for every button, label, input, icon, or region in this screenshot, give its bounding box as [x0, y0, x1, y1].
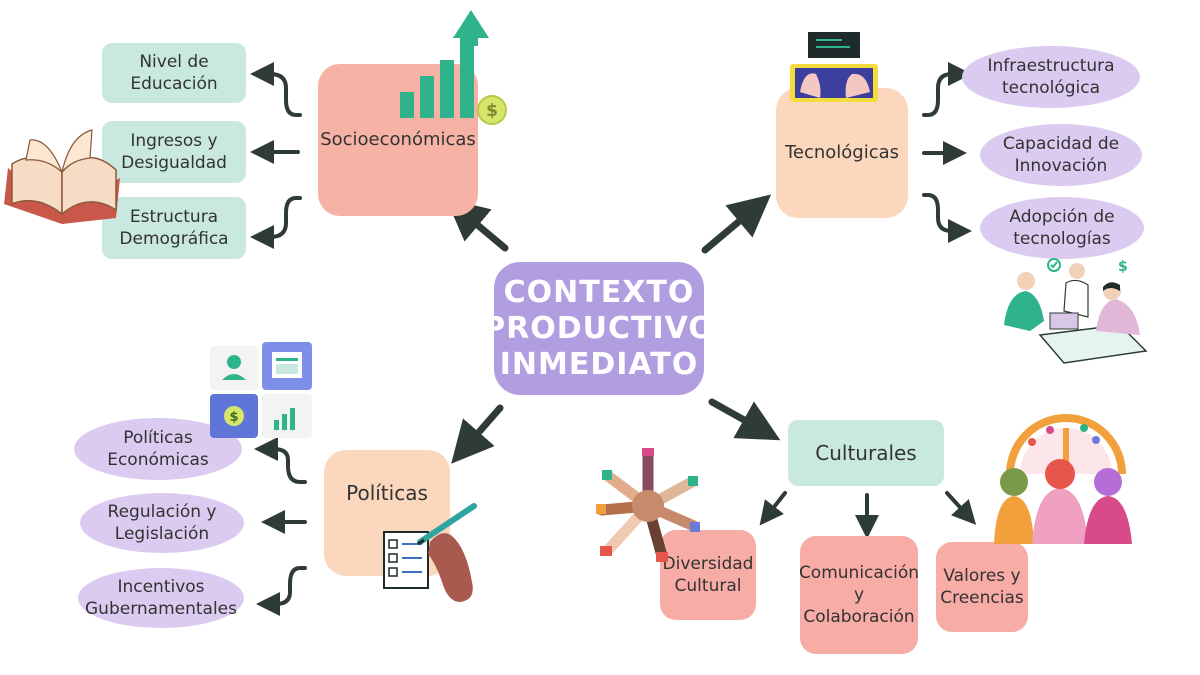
- arrow-pol-1: [254, 437, 307, 484]
- joined-hands-icon: [596, 448, 700, 562]
- arrow-pol-3: [256, 566, 307, 616]
- arrow-socio-3: [250, 196, 302, 249]
- pol-item-regulacion: Regulación y Legislación: [80, 493, 244, 553]
- keyboard-typing-icon: [790, 32, 878, 102]
- arrow-center-socio: [445, 198, 509, 252]
- open-book-icon: [4, 129, 120, 224]
- category-tecnologicas: Tecnológicas: [776, 88, 908, 218]
- arrow-socio-1: [250, 62, 302, 117]
- arrow-cult-1: [759, 491, 787, 526]
- tech-item-adopcion: Adopción de tecnologías: [980, 197, 1144, 259]
- arrow-tech-1: [922, 62, 972, 117]
- cult-item-valores: Valores y Creencias: [936, 542, 1028, 632]
- category-culturales: Culturales: [788, 420, 944, 486]
- arrow-center-pol: [451, 404, 504, 464]
- puzzle-pieces-icon: $: [210, 342, 312, 438]
- cult-item-diversidad: Diversidad Cultural: [660, 530, 756, 620]
- pol-item-incentivos: Incentivos Gubernamentales: [78, 568, 244, 628]
- socio-item-ingresos: Ingresos y Desigualdad: [102, 121, 246, 183]
- team-dollar-sign: $: [1118, 259, 1128, 275]
- checklist-hand-icon: [383, 503, 477, 602]
- category-politicas-label: Políticas: [346, 481, 428, 505]
- socio-item-estructura: Estructura Demográfica: [102, 197, 246, 259]
- category-tecnologicas-label: Tecnológicas: [784, 142, 900, 163]
- category-culturales-label: Culturales: [815, 441, 917, 465]
- dollar-coin-label: $: [486, 101, 498, 121]
- socio-item-educacion: Nivel de Educación: [102, 43, 246, 103]
- puzzle-dollar-sign: $: [229, 410, 238, 425]
- arrow-cult-3: [945, 491, 977, 525]
- category-socioeconomicas-label: Socioeconómicas: [320, 129, 476, 150]
- tech-item-infraestructura: Infraestructura tecnológica: [962, 46, 1140, 108]
- center-topic: CONTEXTO PRODUCTIVO INMEDIATO: [483, 262, 714, 395]
- team-working-icon: $: [1004, 258, 1148, 364]
- arrow-center-tech: [701, 194, 772, 254]
- diverse-people-icon: [994, 414, 1132, 544]
- growth-chart-icon: $: [400, 10, 507, 125]
- tech-item-innovacion: Capacidad de Innovación: [980, 124, 1142, 186]
- arrow-center-cult: [708, 398, 781, 441]
- arrow-tech-3: [922, 193, 972, 243]
- cult-item-comunicacion: Comunicación y Colaboración: [799, 536, 919, 654]
